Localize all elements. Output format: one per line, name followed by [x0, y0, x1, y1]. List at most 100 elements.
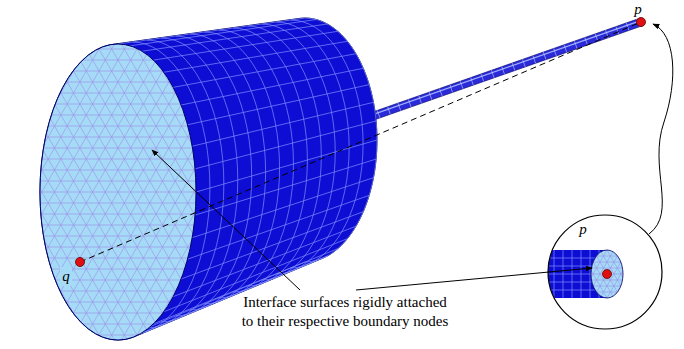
leader-line: [356, 268, 592, 290]
face-mesh-line: [0, 38, 318, 39]
face-mesh-line: [0, 0, 75, 283]
cap-mesh-line: [567, 310, 647, 311]
cap-mesh-line: [571, 248, 611, 317]
rod-mesh-line: [512, 63, 515, 71]
face-mesh-line: [0, 0, 113, 305]
tube-mesh-line: [536, 250, 537, 298]
face-mesh-line: [0, 71, 318, 72]
face-mesh-line: [0, 60, 318, 61]
rod-mesh-line: [419, 96, 422, 104]
face-mesh-line: [0, 107, 66, 349]
rod-mesh-line: [471, 78, 474, 86]
face-mesh-line: [0, 0, 85, 288]
face-mesh-line: [0, 49, 318, 50]
rod-mesh-line: [491, 70, 494, 78]
surface-mesh-line: [291, 20, 363, 268]
point-label: q: [60, 267, 72, 286]
face-mesh-line: [151, 96, 351, 349]
cap-mesh-line: [566, 227, 606, 296]
cap-mesh-line: [571, 230, 611, 299]
face-mesh-line: [0, 68, 132, 349]
face-mesh-line: [0, 52, 161, 349]
face-mesh-line: [0, 0, 180, 343]
face-outline: [40, 44, 196, 340]
rod-mesh-line: [554, 48, 557, 56]
surface-mesh-line: [219, 30, 294, 298]
rod-mesh-line: [460, 81, 463, 89]
rod-mesh-line: [585, 37, 588, 45]
rod-mesh-line: [429, 92, 432, 100]
face-mesh-line: [170, 0, 370, 277]
face-mesh-line: [0, 0, 104, 299]
cylinder-body: [40, 18, 377, 340]
surface-mesh-line: [233, 28, 307, 292]
face-mesh-line: [142, 90, 342, 349]
rod-end-cap: [637, 17, 645, 27]
rod-mesh-line: [377, 110, 380, 118]
rod-mesh-line: [450, 85, 453, 93]
face-mesh-line: [37, 8, 237, 349]
node-point: [637, 18, 646, 27]
face-mesh-line: [0, 16, 318, 17]
face-mesh-line: [0, 214, 318, 215]
face-mesh-line: [0, 192, 318, 193]
face-mesh-line: [0, 0, 161, 332]
axis-dashed-line: [80, 22, 641, 262]
face-mesh-line: [142, 0, 342, 294]
face-mesh-line: [151, 0, 351, 288]
face-mesh-line: [0, 46, 170, 349]
face-mesh-line: [0, 0, 151, 327]
face-mesh-line: [0, 82, 318, 83]
face-mesh-line: [113, 0, 313, 310]
cap-mesh-line: [556, 221, 596, 290]
surface-mesh-line: [181, 68, 363, 105]
rod-mesh-line: [543, 52, 546, 60]
surface-mesh-line: [164, 41, 347, 72]
cap-mesh-line: [567, 238, 647, 239]
surface-mesh-line: [262, 24, 335, 280]
face-mesh-line: [0, 27, 318, 28]
cap-mesh-line: [567, 292, 647, 293]
point-label: p: [579, 220, 587, 239]
rod-mesh-line: [564, 45, 567, 53]
face-mesh-line: [0, 148, 318, 149]
face-mesh-line: [0, 280, 318, 281]
face-mesh-line: [0, 291, 318, 292]
cap-mesh-line: [567, 268, 647, 269]
rod-mesh-line: [502, 67, 505, 75]
surface-mesh-line: [192, 102, 373, 146]
cap-mesh-line: [567, 280, 647, 281]
rod-mesh-line: [440, 89, 443, 97]
rod-mesh-line: [398, 103, 401, 111]
inset-cap-mesh: [556, 221, 658, 326]
rod-mesh-line: [523, 59, 526, 67]
face-mesh-line: [0, 236, 318, 237]
surface-mesh-line: [247, 26, 321, 286]
face-mesh-line: [0, 104, 318, 105]
inset-border: [548, 215, 662, 329]
face-mesh-line: [0, 0, 170, 338]
face-mesh-line: [75, 0, 275, 332]
cap-mesh-line: [618, 257, 658, 326]
face-mesh-line: [0, 170, 318, 171]
face-mesh-line: [123, 0, 323, 305]
rod-mesh-line: [574, 41, 577, 49]
tube-mesh-line: [545, 250, 546, 298]
face-mesh-line: [28, 13, 228, 349]
face-mesh-line: [0, 115, 318, 116]
face-mesh-line: [0, 0, 142, 321]
node-point: [603, 270, 612, 279]
leader-line: [152, 150, 300, 290]
face-mesh-line: [85, 0, 285, 327]
rod-mesh-line: [388, 107, 391, 115]
face-mesh-line: [56, 41, 256, 349]
face-mesh-line: [0, 346, 318, 347]
face-mesh-line: [0, 63, 142, 349]
cap-mesh-line: [567, 244, 647, 245]
face-mesh-line: [37, 30, 237, 349]
face-mesh-line: [0, 0, 66, 277]
face-mesh-line: [47, 35, 247, 349]
rod-mesh-line: [481, 74, 484, 82]
inset-cap-outline: [591, 250, 623, 298]
